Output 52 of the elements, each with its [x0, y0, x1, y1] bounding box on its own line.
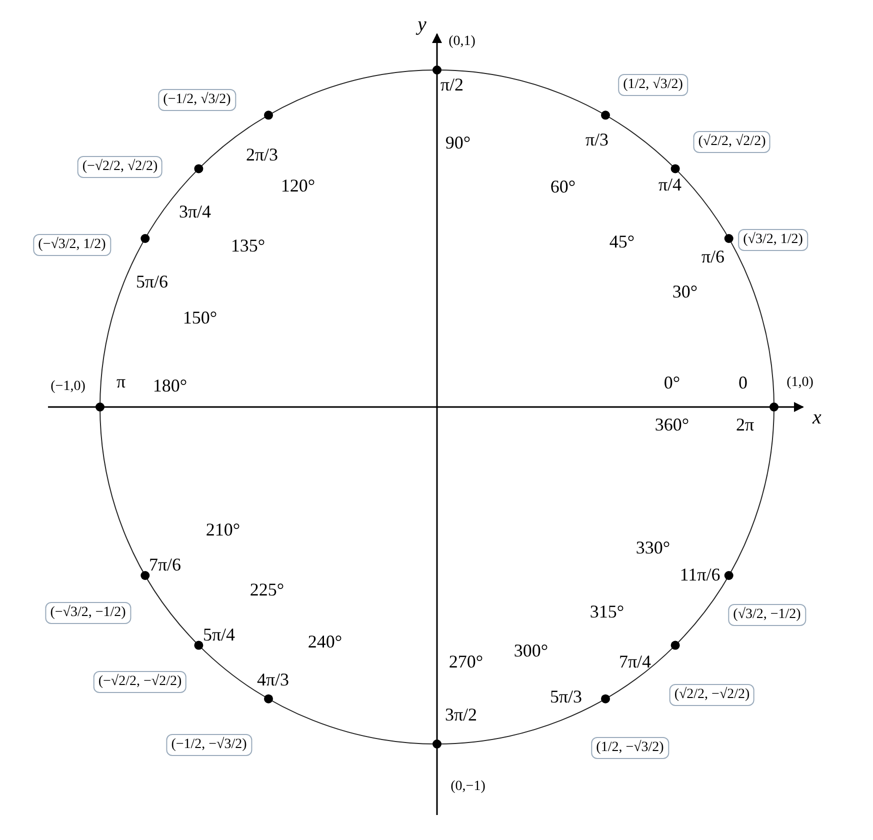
coordinate-label: (−1/2, −√3/2) — [166, 734, 252, 756]
coordinate-label: (√3/2, 1/2) — [738, 229, 808, 251]
radian-label: π/6 — [701, 246, 725, 268]
degree-label: 360° — [654, 414, 690, 436]
radian-label: 5π/3 — [550, 686, 582, 708]
radian-label: 5π/6 — [136, 272, 168, 292]
coordinate-label: (1/2, −√3/2) — [591, 737, 669, 759]
radian-label: 7π/4 — [618, 652, 652, 672]
coordinate-label: (−√2/2, −√2/2) — [93, 671, 187, 693]
degree-label: 30° — [672, 282, 698, 302]
radian-label: 2π/3 — [246, 144, 278, 166]
degree-label: 135° — [230, 236, 266, 256]
radian-label: 3π/2 — [444, 704, 478, 726]
degree-label: 270° — [448, 652, 484, 672]
degree-label: 240° — [308, 632, 342, 652]
radian-label: π/4 — [658, 174, 682, 196]
radian-label: 3π/4 — [178, 202, 212, 222]
coordinate-label: (√2/2, −√2/2) — [669, 684, 755, 706]
radian-label: π — [116, 372, 126, 392]
radian-label: 11π/6 — [680, 564, 720, 586]
radian-label: 4π/3 — [256, 670, 290, 690]
radian-label: 2π — [736, 414, 754, 436]
radian-label: π/2 — [440, 74, 464, 96]
degree-label: 120° — [280, 176, 316, 196]
axis-label: x — [812, 406, 822, 430]
degree-label: 180° — [152, 376, 188, 396]
axis-label: y — [418, 14, 426, 36]
degree-label: 225° — [250, 580, 284, 600]
degree-label: 60° — [550, 176, 576, 198]
coordinate-label: (−√3/2, 1/2) — [33, 234, 111, 256]
degree-label: 45° — [609, 232, 635, 252]
degree-label: 0 — [738, 372, 748, 394]
degree-label: 90° — [445, 132, 471, 154]
coordinate-label: (−1,0) — [50, 379, 86, 395]
coordinate-label: (−√2/2, √2/2) — [77, 156, 163, 178]
coordinate-label: (1/2, √3/2) — [618, 74, 688, 96]
radian-label: π/3 — [585, 130, 609, 150]
coordinate-label: (0,−1) — [450, 779, 486, 795]
coordinate-label: (0,1) — [448, 34, 476, 50]
coordinate-label: (1,0) — [786, 375, 814, 391]
coordinate-label: (−√3/2, −1/2) — [45, 602, 131, 624]
degree-label: 315° — [590, 602, 624, 622]
radian-label: 5π/4 — [202, 624, 236, 646]
degree-label: 330° — [636, 538, 670, 558]
coordinate-label: (√2/2, √2/2) — [693, 131, 771, 153]
degree-label: 0° — [664, 372, 680, 394]
coordinate-label: (−1/2, √3/2) — [158, 89, 236, 111]
degree-label: 150° — [182, 308, 218, 328]
coordinate-label: (√3/2, −1/2) — [728, 604, 806, 626]
degree-label: 210° — [206, 520, 240, 540]
radian-label: 7π/6 — [148, 554, 182, 576]
degree-label: 300° — [514, 640, 548, 662]
